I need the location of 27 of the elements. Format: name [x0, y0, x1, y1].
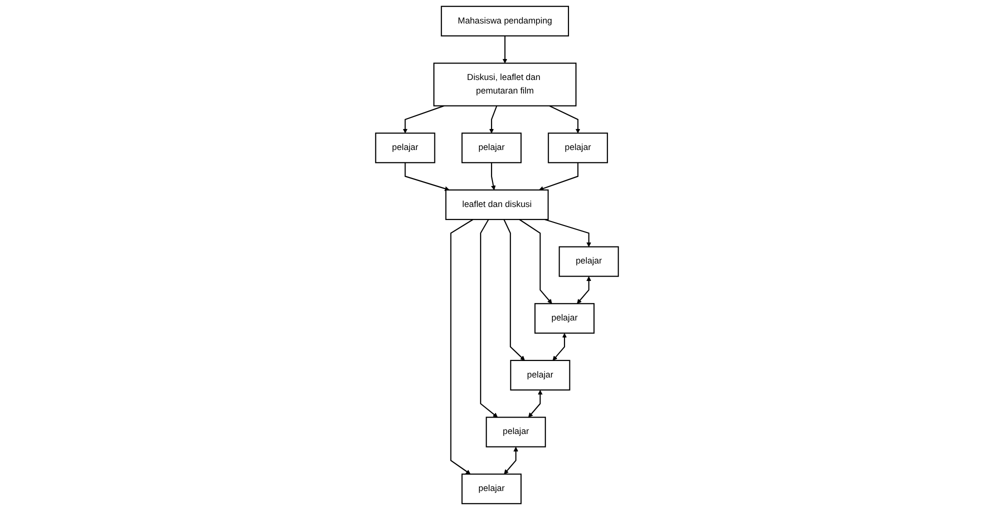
arrow [490, 162, 496, 190]
node-box: pelajar [534, 303, 595, 334]
arrow [450, 219, 474, 474]
arrow [503, 219, 525, 361]
node-box: Mahasiswa pendamping [440, 6, 570, 36]
node-box: Diskusi, leaflet dan pemutaran film [433, 62, 577, 106]
arrow [480, 219, 498, 418]
node-box: pelajar [510, 360, 570, 391]
node-box: pelajar [461, 132, 522, 164]
arrow [502, 36, 508, 64]
arrow [489, 106, 498, 134]
arrow [538, 162, 578, 191]
arrow [504, 446, 518, 474]
arrow [549, 105, 580, 134]
node-box: pelajar [461, 474, 522, 504]
arrow [552, 333, 567, 361]
arrow [519, 219, 552, 304]
arrow [576, 276, 592, 304]
arrow [404, 162, 450, 191]
arrow [528, 390, 543, 418]
node-box: pelajar [375, 132, 436, 164]
node-box: pelajar [486, 416, 546, 448]
arrow [402, 105, 444, 134]
node-box: leaflet dan diskusi [445, 189, 549, 220]
node-box: pelajar [548, 132, 608, 164]
arrow [544, 218, 592, 248]
node-box: pelajar [558, 246, 619, 277]
